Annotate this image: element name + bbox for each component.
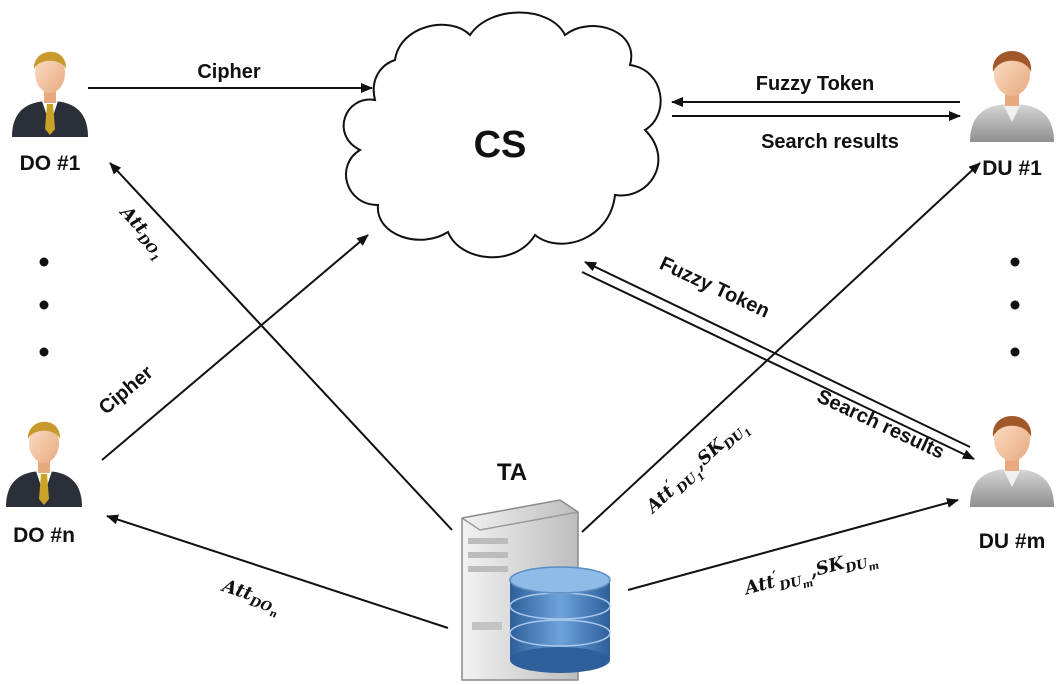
edge-ta-to-dum — [627, 498, 959, 591]
edges — [88, 83, 981, 629]
user-icon — [970, 51, 1054, 142]
edge-label-du1-results: Search results — [761, 131, 899, 153]
dum-label: DU #m — [979, 530, 1046, 553]
edge-ta-to-do1 — [109, 162, 453, 531]
du1-label: DU #1 — [982, 157, 1042, 180]
edge-label-dum-results: Search results — [813, 385, 947, 463]
cloud-server: CS — [342, 11, 662, 259]
ta-label: TA — [497, 459, 527, 486]
edge-label-att-du1: Att′DU1,SKDU1 — [639, 413, 755, 524]
edge-label-do1-cipher: Cipher — [197, 61, 261, 83]
do1-node: DO #1 — [12, 51, 88, 175]
edge-label-att-dum: Att′DUm,SKDUm — [740, 542, 880, 607]
cloud-shape — [342, 11, 662, 259]
do1-label: DO #1 — [20, 152, 81, 175]
edge-ta-to-don — [106, 514, 449, 629]
du1-node: DU #1 — [970, 51, 1054, 180]
ta-node: TA — [461, 459, 611, 681]
edge-label-dum-token: Fuzzy Token — [656, 253, 773, 323]
edge-label-don-cipher: Cipher — [95, 361, 158, 419]
edge-don-to-cs — [101, 234, 369, 461]
cs-label: CS — [474, 124, 527, 166]
businessman-icon — [6, 421, 82, 507]
don-node: DO #n — [6, 421, 82, 547]
edge-dum-to-cs-token — [584, 261, 971, 448]
don-label: DO #n — [13, 524, 75, 547]
edge-label-du1-token: Fuzzy Token — [756, 73, 875, 95]
database-icon — [509, 566, 611, 673]
do-ellipsis — [39, 257, 49, 357]
edge-label-att-don: AttDOn — [216, 575, 284, 621]
businessman-icon — [12, 51, 88, 137]
dum-node: DU #m — [970, 416, 1054, 553]
user-icon — [970, 416, 1054, 507]
edge-label-att-do1: AttDO1 — [109, 201, 172, 265]
du-ellipsis — [1010, 257, 1020, 357]
edge-cs-to-dum-results — [581, 271, 975, 460]
edge-ta-to-du1 — [581, 162, 981, 533]
